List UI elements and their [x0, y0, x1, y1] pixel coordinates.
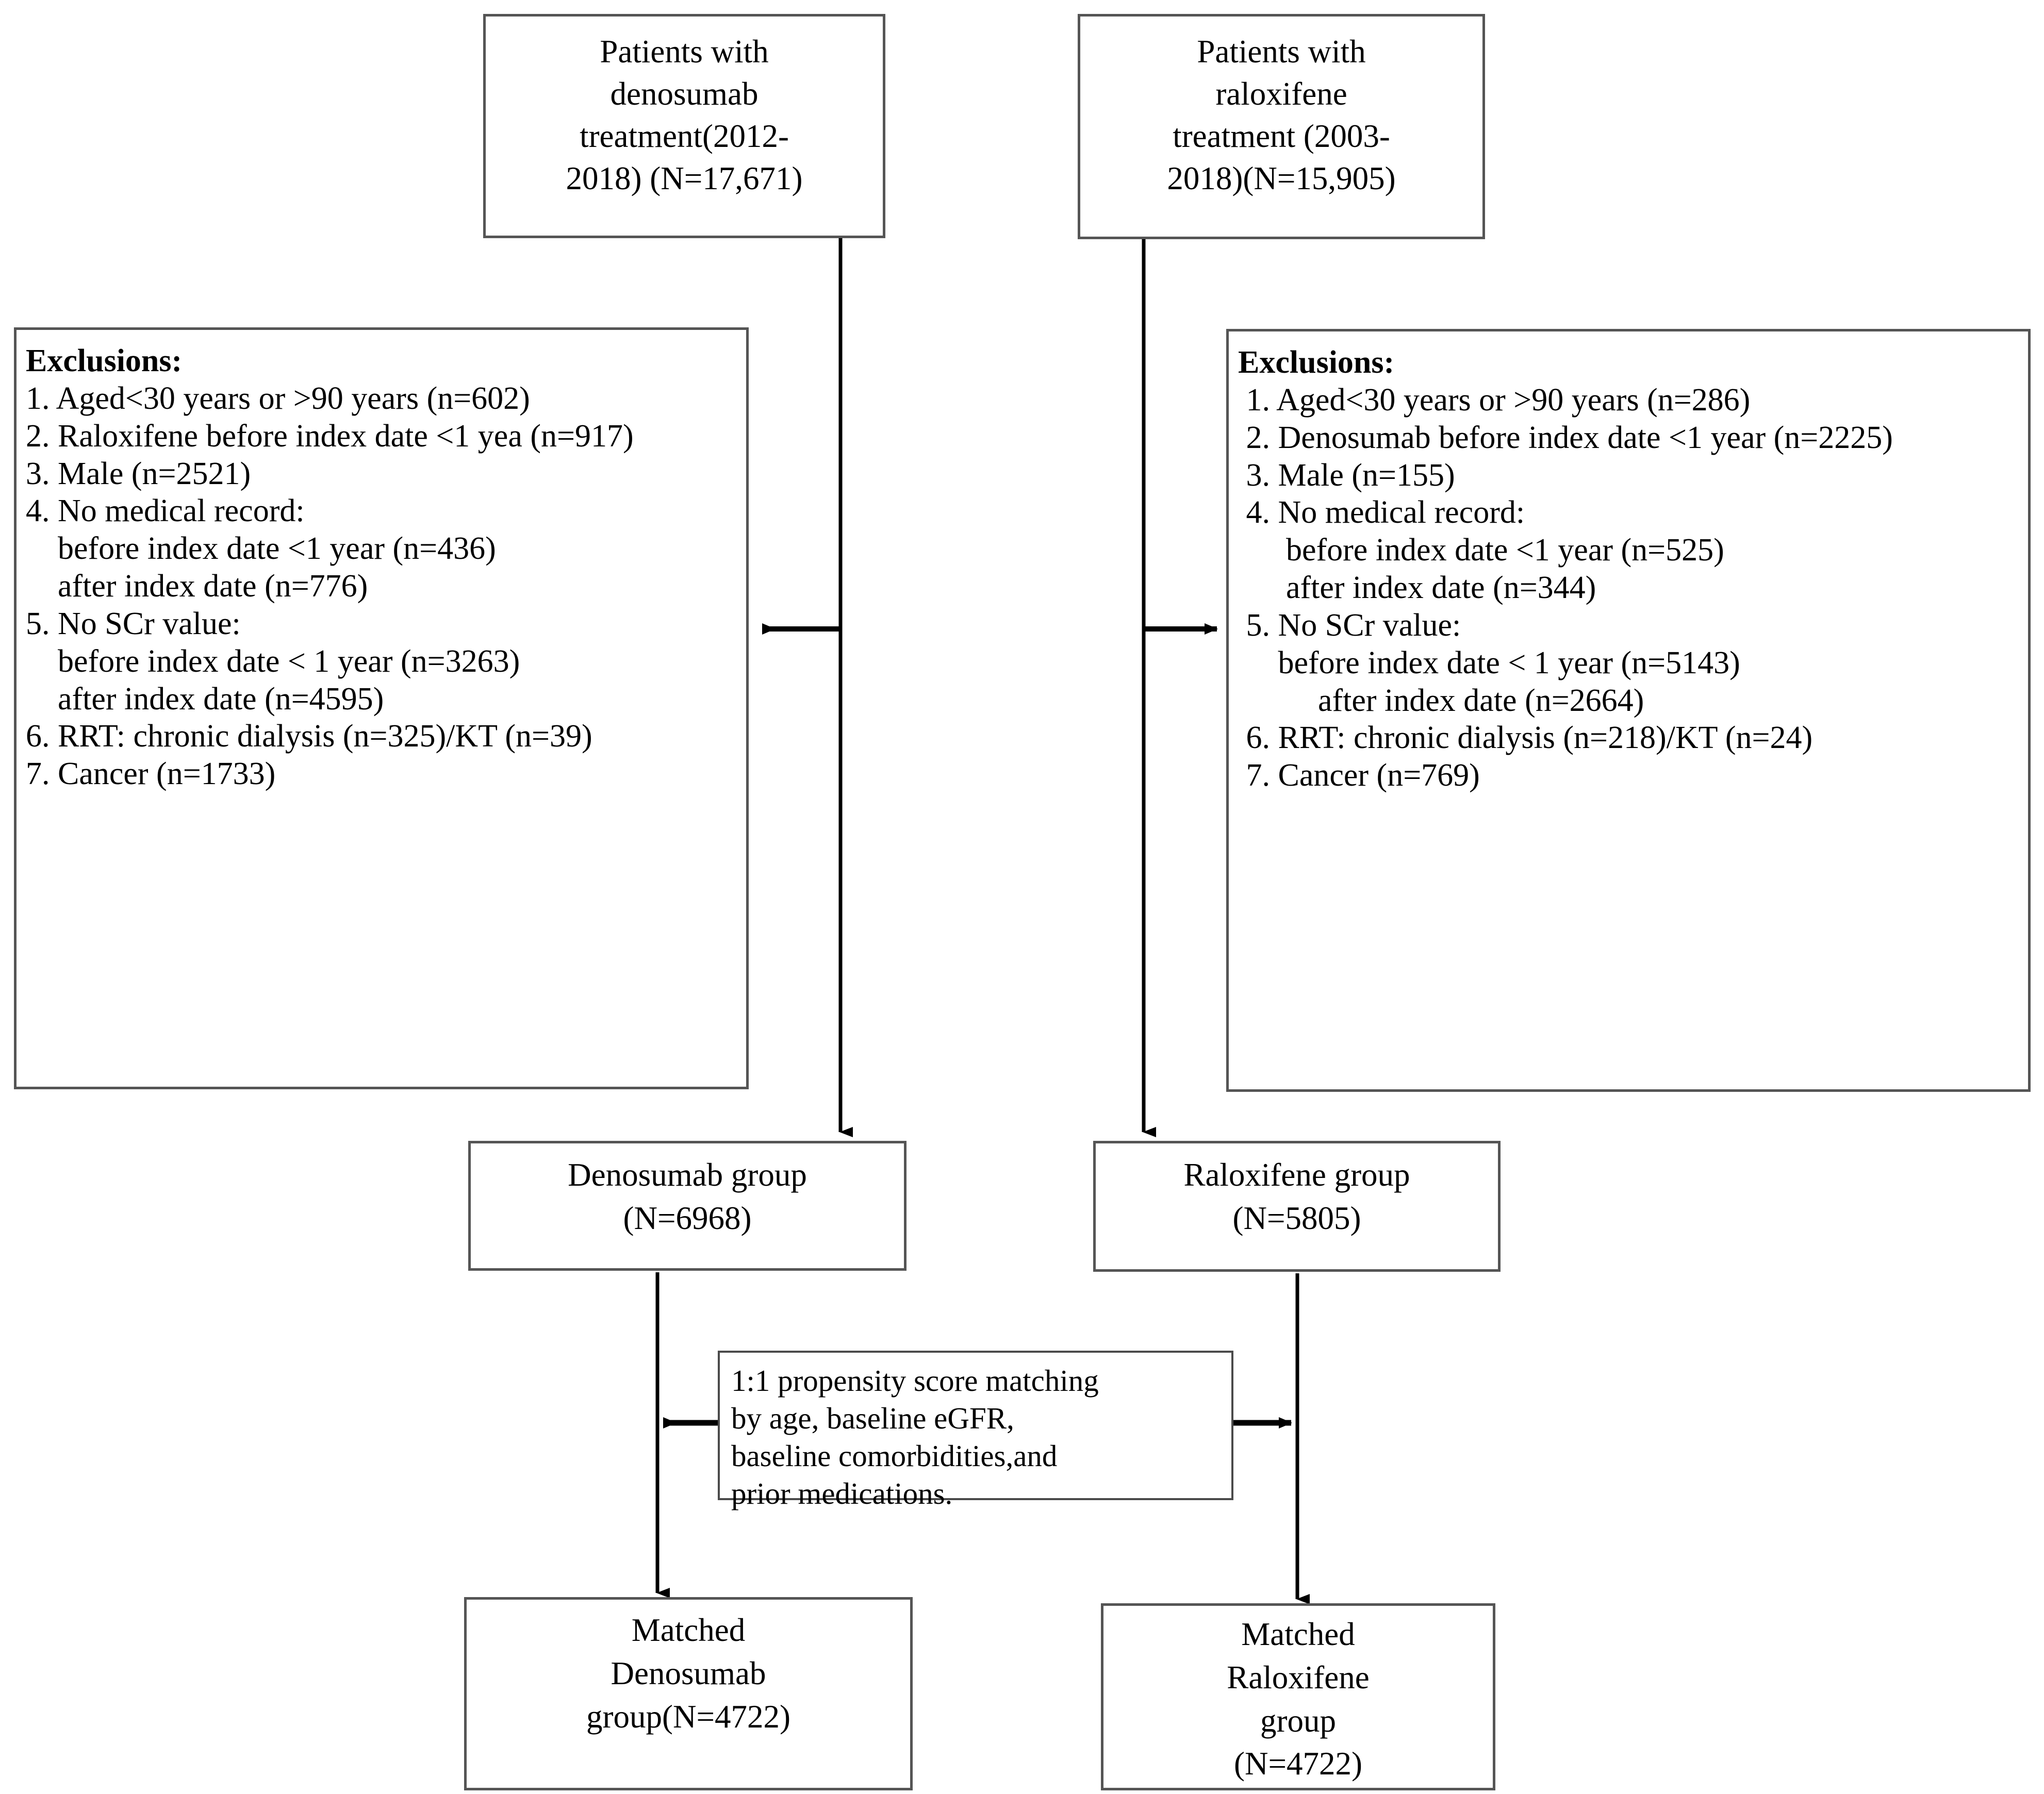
- exclusions-raloxifene-item-7: 5. No SCr value:: [1238, 607, 1461, 643]
- exclusions-raloxifene-item-1: 1. Aged<30 years or >90 years (n=286): [1238, 382, 1751, 418]
- node-group-denosumab: Denosumab group (N=6968): [468, 1141, 906, 1271]
- matching-note-line-1: 1:1 propensity score matching: [731, 1364, 1099, 1398]
- node-matched-denosumab: Matched Denosumab group(N=4722): [464, 1597, 913, 1790]
- exclusions-raloxifene-item-5: before index date <1 year (n=525): [1238, 533, 1724, 568]
- exclusions-raloxifene-item-9: after index date (n=2664): [1238, 683, 1644, 718]
- node-source-denosumab: Patients with denosumab treatment(2012- …: [483, 14, 885, 238]
- group-denosumab-line-2: (N=6968): [623, 1200, 752, 1236]
- exclusions-denosumab-header: Exclusions:: [26, 343, 183, 378]
- exclusions-raloxifene-item-6: after index date (n=344): [1238, 570, 1596, 606]
- matching-note-line-3: baseline comorbidities,and: [731, 1438, 1058, 1473]
- exclusions-denosumab-item-7: 5. No SCr value:: [26, 606, 241, 641]
- node-exclusions-denosumab: Exclusions: 1. Aged<30 years or >90 year…: [14, 327, 749, 1089]
- source-denosumab-line-1: Patients with: [600, 34, 769, 70]
- group-raloxifene-line-2: (N=5805): [1232, 1200, 1361, 1236]
- exclusions-denosumab-item-2: 2. Raloxifene before index date <1 yea (…: [26, 418, 634, 454]
- exclusions-raloxifene-item-3: 3. Male (n=155): [1238, 457, 1455, 493]
- source-denosumab-line-4: 2018) (N=17,671): [566, 160, 803, 196]
- matched-raloxifene-line-3: group: [1260, 1702, 1336, 1739]
- exclusions-denosumab-item-3: 3. Male (n=2521): [26, 456, 251, 491]
- source-raloxifene-line-4: 2018)(N=15,905): [1167, 160, 1396, 196]
- exclusions-denosumab-item-10: 6. RRT: chronic dialysis (n=325)/KT (n=3…: [26, 719, 592, 754]
- exclusions-denosumab-item-5: before index date <1 year (n=436): [26, 531, 496, 567]
- exclusions-raloxifene-item-4: 4. No medical record:: [1238, 495, 1525, 530]
- source-denosumab-line-3: treatment(2012-: [580, 118, 789, 154]
- matching-note-line-4: prior medications.: [731, 1476, 953, 1510]
- source-denosumab-line-2: denosumab: [610, 75, 759, 112]
- node-exclusions-raloxifene: Exclusions: 1. Aged<30 years or >90 year…: [1226, 329, 2031, 1092]
- exclusions-raloxifene-item-10: 6. RRT: chronic dialysis (n=218)/KT (n=2…: [1238, 720, 1813, 756]
- node-group-raloxifene: Raloxifene group (N=5805): [1093, 1141, 1501, 1272]
- node-matching-note: 1:1 propensity score matching by age, ba…: [718, 1351, 1233, 1510]
- matched-denosumab-line-3: group(N=4722): [586, 1698, 790, 1735]
- matched-raloxifene-line-2: Raloxifene: [1227, 1659, 1370, 1696]
- matched-denosumab-line-1: Matched: [631, 1612, 746, 1648]
- exclusions-raloxifene-item-8: before index date < 1 year (n=5143): [1238, 645, 1740, 680]
- group-denosumab-line-1: Denosumab group: [568, 1157, 807, 1193]
- matched-raloxifene-line-4: (N=4722): [1234, 1746, 1362, 1782]
- exclusions-denosumab-item-9: after index date (n=4595): [26, 681, 384, 717]
- matched-raloxifene-line-1: Matched: [1241, 1616, 1355, 1652]
- matching-note-line-2: by age, baseline eGFR,: [731, 1401, 1014, 1435]
- source-raloxifene-line-3: treatment (2003-: [1173, 118, 1390, 154]
- exclusions-raloxifene-header: Exclusions:: [1238, 345, 1395, 380]
- exclusions-denosumab-item-8: before index date < 1 year (n=3263): [26, 643, 520, 679]
- source-raloxifene-line-2: raloxifene: [1215, 75, 1347, 112]
- group-raloxifene-line-1: Raloxifene group: [1183, 1157, 1410, 1193]
- node-matched-raloxifene: Matched Raloxifene group (N=4722): [1101, 1603, 1495, 1790]
- exclusions-raloxifene-item-2: 2. Denosumab before index date <1 year (…: [1238, 420, 1893, 455]
- node-source-raloxifene: Patients with raloxifene treatment (2003…: [1078, 14, 1485, 239]
- source-raloxifene-line-1: Patients with: [1197, 34, 1366, 70]
- matched-denosumab-line-2: Denosumab: [611, 1655, 766, 1691]
- exclusions-denosumab-item-6: after index date (n=776): [26, 569, 368, 604]
- exclusions-denosumab-item-11: 7. Cancer (n=1733): [26, 756, 276, 792]
- exclusions-denosumab-item-1: 1. Aged<30 years or >90 years (n=602): [26, 380, 530, 416]
- exclusions-raloxifene-item-11: 7. Cancer (n=769): [1238, 758, 1480, 793]
- exclusions-denosumab-item-4: 4. No medical record:: [26, 493, 305, 529]
